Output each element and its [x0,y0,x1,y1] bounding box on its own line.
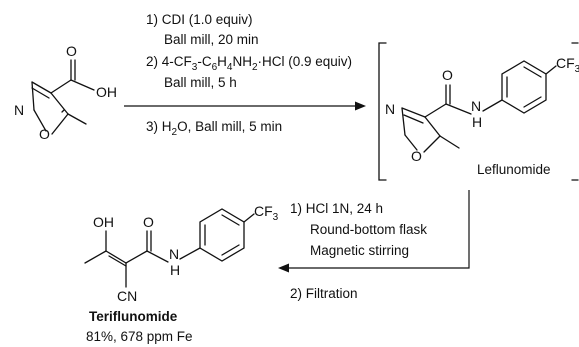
leflunomide-name: Leflunomide [477,162,551,177]
teriflunomide-hydroxyl: OH [93,214,114,230]
leflunomide-oxygen-atom: O [411,148,422,164]
reaction-arrow-1 [124,101,366,111]
teriflunomide-amide-hydrogen: H [170,262,180,278]
step1-water-label: 3) H2O, Ball mill, 5 min [146,119,282,138]
teriflunomide-carbonyl-oxygen: O [143,214,154,230]
step2-conditions: 1) HCl 1N, 24 h Round-bottom flask Magne… [290,201,427,301]
intermediate-brackets [378,42,579,181]
teriflunomide-structure: OH O N H CN CF3 Teriflunomide 81%, 678 p… [84,203,279,344]
leflunomide-amide-hydrogen: H [472,114,482,130]
step2-filtration-label: 2) Filtration [290,286,358,301]
isoxazole-nitrogen-atom: N [14,102,24,118]
leflunomide-carbonyl-oxygen: O [442,67,453,83]
teriflunomide-yield: 81%, 678 ppm Fe [86,329,193,344]
reaction-arrow-2 [278,190,470,273]
teriflunomide-nitrile: CN [117,288,137,304]
step2-stirring-label: Magnetic stirring [310,243,409,258]
step1-amine-label: 2) 4-CF3-C6H4NH2·HCl (0.9 equiv) [146,54,352,73]
starting-material-structure: N O O OH [14,43,117,142]
step1-cdi-label: 1) CDI (1.0 equiv) [146,12,253,27]
step2-hcl-label: 1) HCl 1N, 24 h [290,201,383,216]
step2-flask-label: Round-bottom flask [310,222,427,237]
step1-ballmill-5h-label: Ball mill, 5 h [164,75,237,90]
leflunomide-amide-nitrogen: N [471,98,481,114]
leflunomide-nitrogen-atom: N [385,101,395,117]
teriflunomide-amide-nitrogen: N [169,246,179,262]
step1-conditions: 1) CDI (1.0 equiv) Ball mill, 20 min 2) … [146,12,352,138]
teriflunomide-name: Teriflunomide [89,309,178,324]
hydroxyl-group: OH [96,84,117,100]
isoxazole-oxygen-atom: O [39,126,50,142]
step1-ballmill-20min-label: Ball mill, 20 min [164,32,259,47]
leflunomide-cf3-group: CF3 [556,55,579,75]
leflunomide-structure: N O O N H CF3 Leflunomide [385,55,579,177]
teriflunomide-cf3-group: CF3 [254,203,279,223]
carbonyl-oxygen-atom: O [66,43,77,59]
